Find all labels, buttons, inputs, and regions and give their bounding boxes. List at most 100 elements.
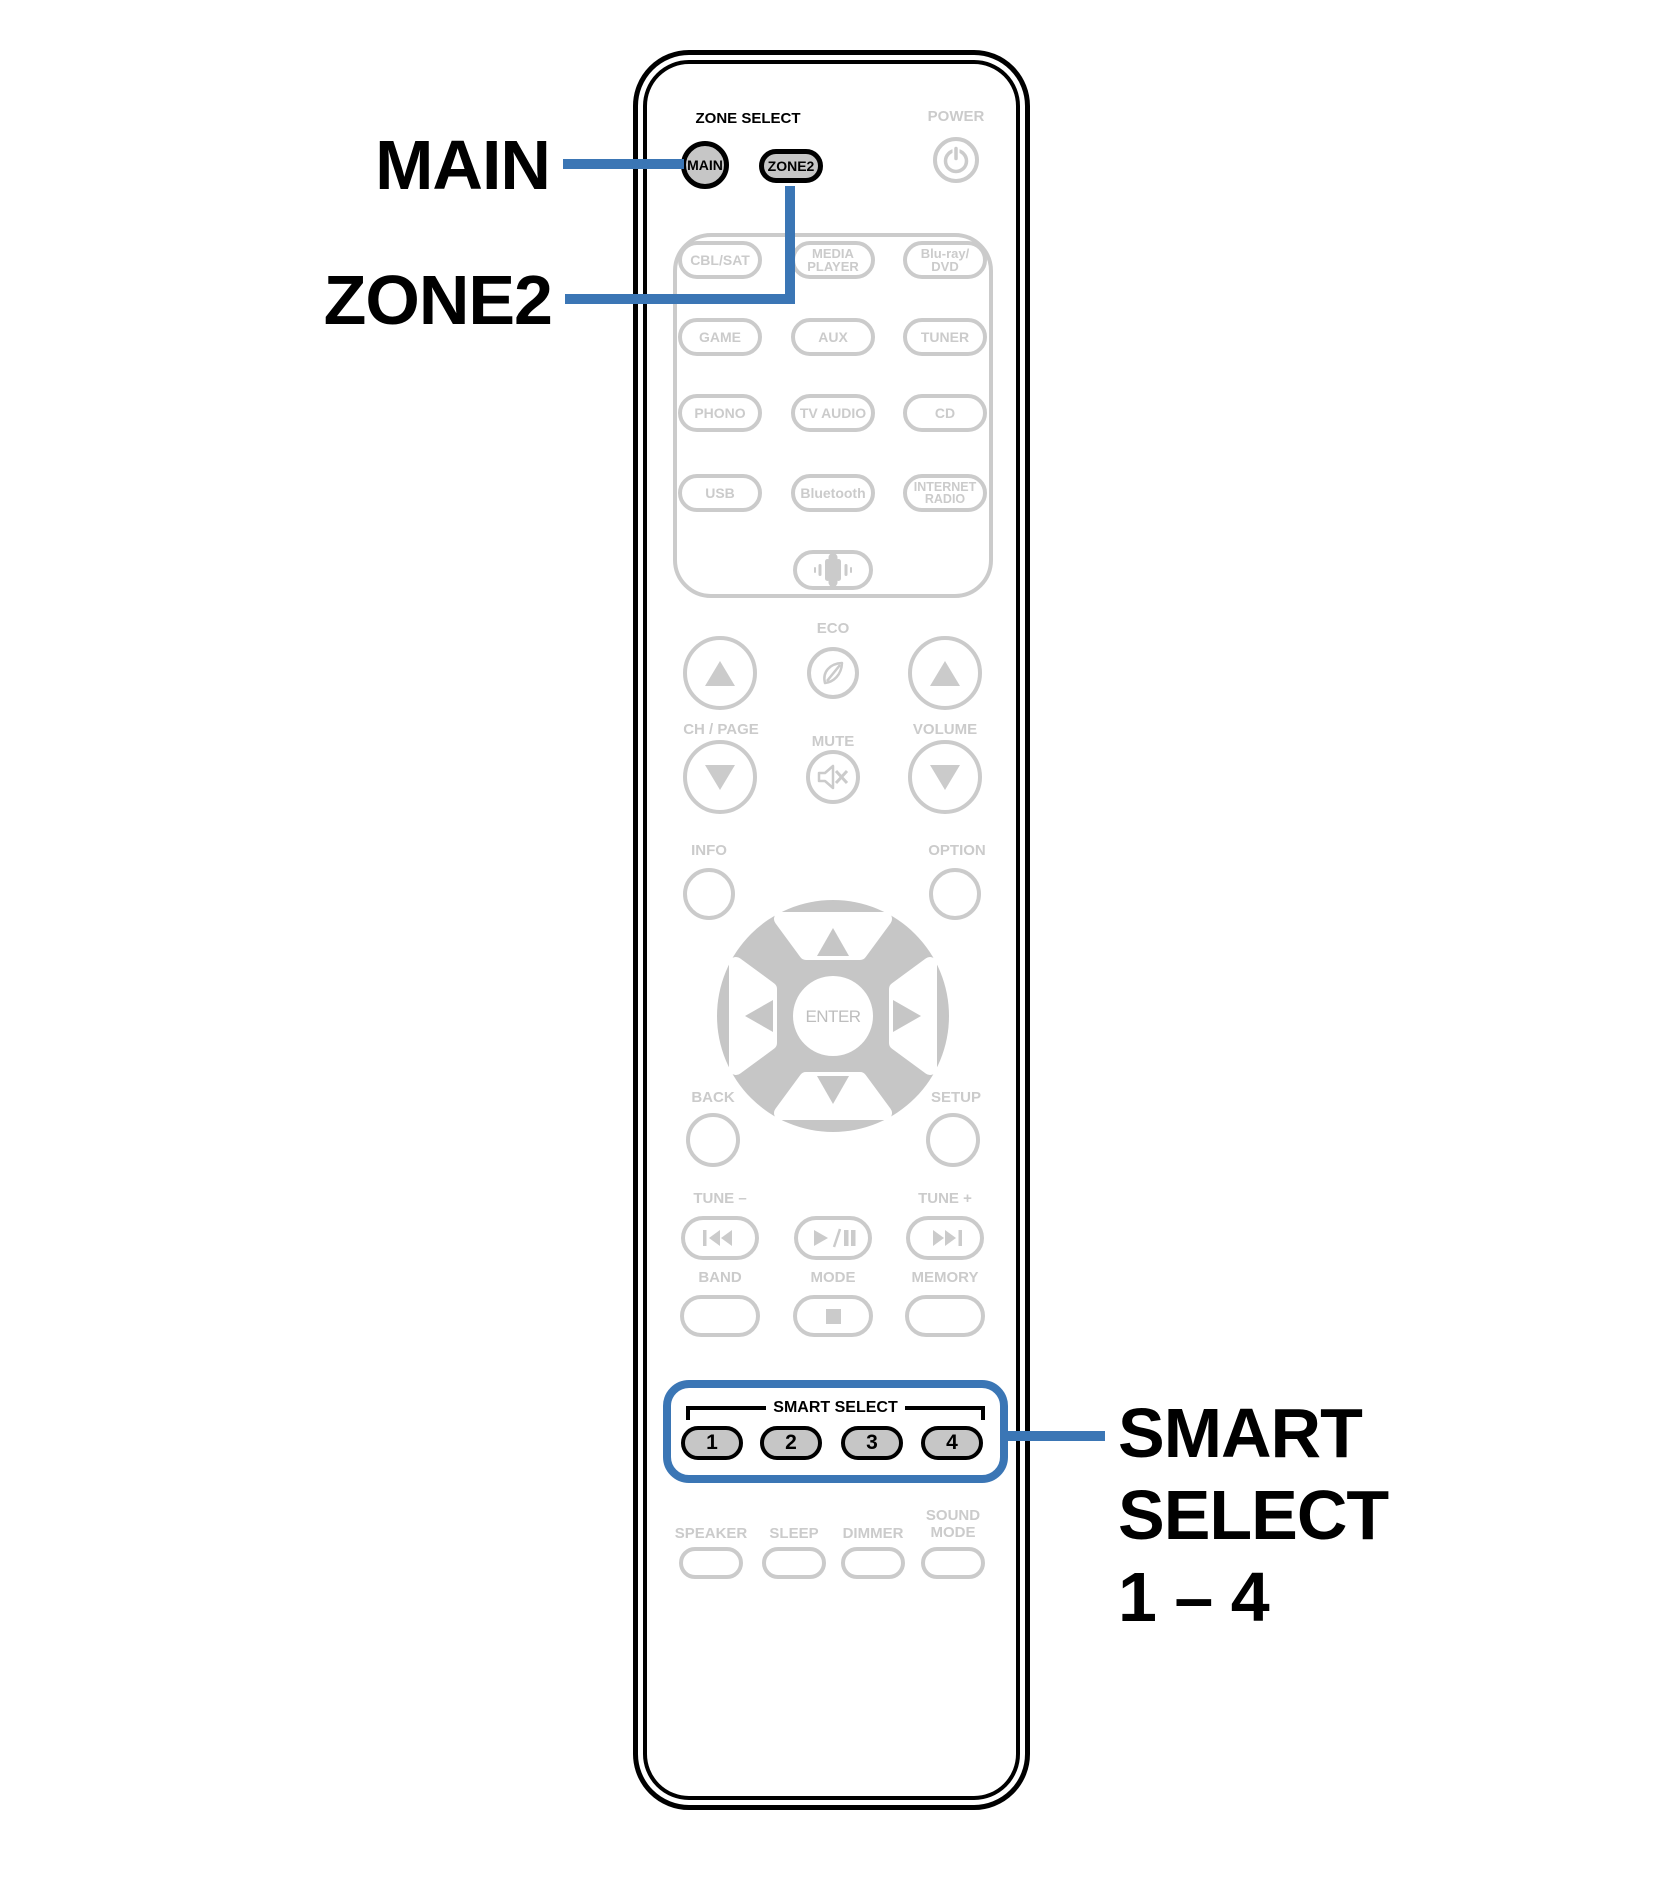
main-zone-button[interactable]: MAIN: [681, 141, 729, 189]
skip-back-icon: [703, 1230, 732, 1246]
back-button[interactable]: [686, 1113, 740, 1167]
sound-wave-icon: [814, 553, 852, 587]
back-label: BACK: [691, 1089, 735, 1106]
smart-select-callout-text: SMART SELECT 1 – 4: [1118, 1394, 1389, 1636]
sleep-button[interactable]: [762, 1547, 826, 1579]
mute-label: MUTE: [811, 733, 855, 750]
dpad-right-icon[interactable]: [893, 1000, 921, 1032]
channel-up-button[interactable]: [683, 636, 757, 710]
skip-back-button[interactable]: [681, 1216, 759, 1260]
main-callout-text: MAIN: [375, 126, 551, 204]
source-button-tuner[interactable]: TUNER: [903, 318, 987, 356]
source-label: TV AUDIO: [799, 405, 867, 421]
dpad-left-icon[interactable]: [745, 1000, 773, 1032]
volume-down-icon: [930, 764, 960, 790]
source-button-cd[interactable]: CD: [903, 394, 987, 432]
source-button-bluray-dvd[interactable]: Blu-ray/DVD: [903, 241, 987, 279]
smart-select-label: SMART SELECT: [678, 1399, 993, 1417]
source-button-usb[interactable]: USB: [678, 474, 762, 512]
zone-select-label: ZONE SELECT: [695, 110, 801, 127]
source-label: CBL/SAT: [690, 252, 750, 268]
zone2-callout-line-horizontal: [565, 294, 795, 304]
source-label: PHONO: [694, 405, 746, 421]
enter-label: ENTER: [805, 1007, 860, 1026]
play-pause-icon: [814, 1228, 856, 1248]
stop-button[interactable]: [793, 1295, 873, 1337]
smart-select-4-button[interactable]: 4: [921, 1426, 983, 1460]
source-label: GAME: [699, 329, 741, 345]
smart-select-1-label: 1: [706, 1431, 718, 1454]
source-label: Bluetooth: [800, 485, 866, 501]
source-label: RADIO: [924, 492, 966, 506]
volume-up-icon: [930, 660, 960, 686]
speaker-button[interactable]: [679, 1547, 743, 1579]
source-button-game[interactable]: GAME: [678, 318, 762, 356]
stop-icon: [825, 1308, 841, 1324]
dimmer-label: DIMMER: [842, 1525, 904, 1542]
source-label: USB: [705, 485, 735, 501]
dpad-down-icon[interactable]: [817, 1076, 849, 1104]
source-button-cbl-sat[interactable]: CBL/SAT: [678, 241, 762, 279]
smart-select-2-label: 2: [785, 1431, 797, 1454]
ch-page-label: CH / PAGE: [683, 721, 759, 738]
smart-select-3-button[interactable]: 3: [841, 1426, 903, 1460]
volume-up-button[interactable]: [908, 636, 982, 710]
info-label: INFO: [691, 842, 727, 859]
zone2-zone-button[interactable]: ZONE2: [759, 149, 823, 183]
smart-select-2-button[interactable]: 2: [760, 1426, 822, 1460]
smart-select-highlight-box: [663, 1380, 1008, 1483]
smart-select-1-button[interactable]: 1: [681, 1426, 743, 1460]
eco-leaf-icon: [823, 661, 844, 685]
main-zone-button-label: MAIN: [687, 157, 723, 173]
sound-wave-button[interactable]: [793, 550, 873, 590]
setup-button[interactable]: [926, 1113, 980, 1167]
channel-down-button[interactable]: [683, 740, 757, 814]
zone2-callout-line-vertical: [785, 186, 795, 304]
option-button[interactable]: [929, 868, 981, 920]
memory-button[interactable]: [905, 1295, 985, 1337]
eco-button[interactable]: [807, 647, 859, 699]
play-pause-button[interactable]: [794, 1216, 872, 1260]
volume-down-button[interactable]: [908, 740, 982, 814]
volume-label: VOLUME: [912, 721, 978, 738]
enter-button[interactable]: [793, 976, 873, 1056]
smart-select-bracket-tick-right: [981, 1406, 985, 1420]
source-button-phono[interactable]: PHONO: [678, 394, 762, 432]
source-button-tv-audio[interactable]: TV AUDIO: [791, 394, 875, 432]
source-label: INTERNET: [913, 479, 977, 494]
smart-select-3-label: 3: [866, 1431, 878, 1454]
mute-icon: [817, 764, 849, 790]
dpad-up-icon[interactable]: [817, 928, 849, 956]
info-button[interactable]: [683, 868, 735, 920]
power-icon: [943, 146, 969, 174]
skip-forward-icon: [933, 1230, 962, 1246]
source-label: DVD: [931, 259, 959, 274]
dpad[interactable]: ENTER: [716, 899, 950, 1133]
zone2-callout-text: ZONE2: [323, 261, 553, 339]
option-label: OPTION: [928, 842, 986, 859]
smart-select-bracket-tick-left: [686, 1406, 690, 1420]
power-button[interactable]: [933, 137, 979, 183]
mute-button[interactable]: [806, 750, 860, 804]
source-button-bluetooth[interactable]: Bluetooth: [791, 474, 875, 512]
setup-label: SETUP: [930, 1089, 981, 1106]
source-button-aux[interactable]: AUX: [791, 318, 875, 356]
memory-label: MEMORY: [911, 1269, 979, 1286]
band-button[interactable]: [680, 1295, 760, 1337]
smart-select-callout-line: [1008, 1431, 1105, 1441]
skip-forward-button[interactable]: [906, 1216, 984, 1260]
sound-mode-button[interactable]: [921, 1547, 985, 1579]
sleep-label: SLEEP: [769, 1525, 819, 1542]
mode-label: MODE: [810, 1269, 856, 1286]
zone2-zone-button-label: ZONE2: [767, 158, 815, 174]
power-label: POWER: [927, 108, 985, 125]
channel-down-icon: [705, 764, 735, 790]
remote-body-inner-outline: [643, 60, 1020, 1800]
eco-label: ECO: [816, 620, 850, 637]
tune-plus-label: TUNE +: [918, 1190, 972, 1207]
sound-mode-label: SOUND MODE: [925, 1507, 981, 1541]
dimmer-button[interactable]: [841, 1547, 905, 1579]
